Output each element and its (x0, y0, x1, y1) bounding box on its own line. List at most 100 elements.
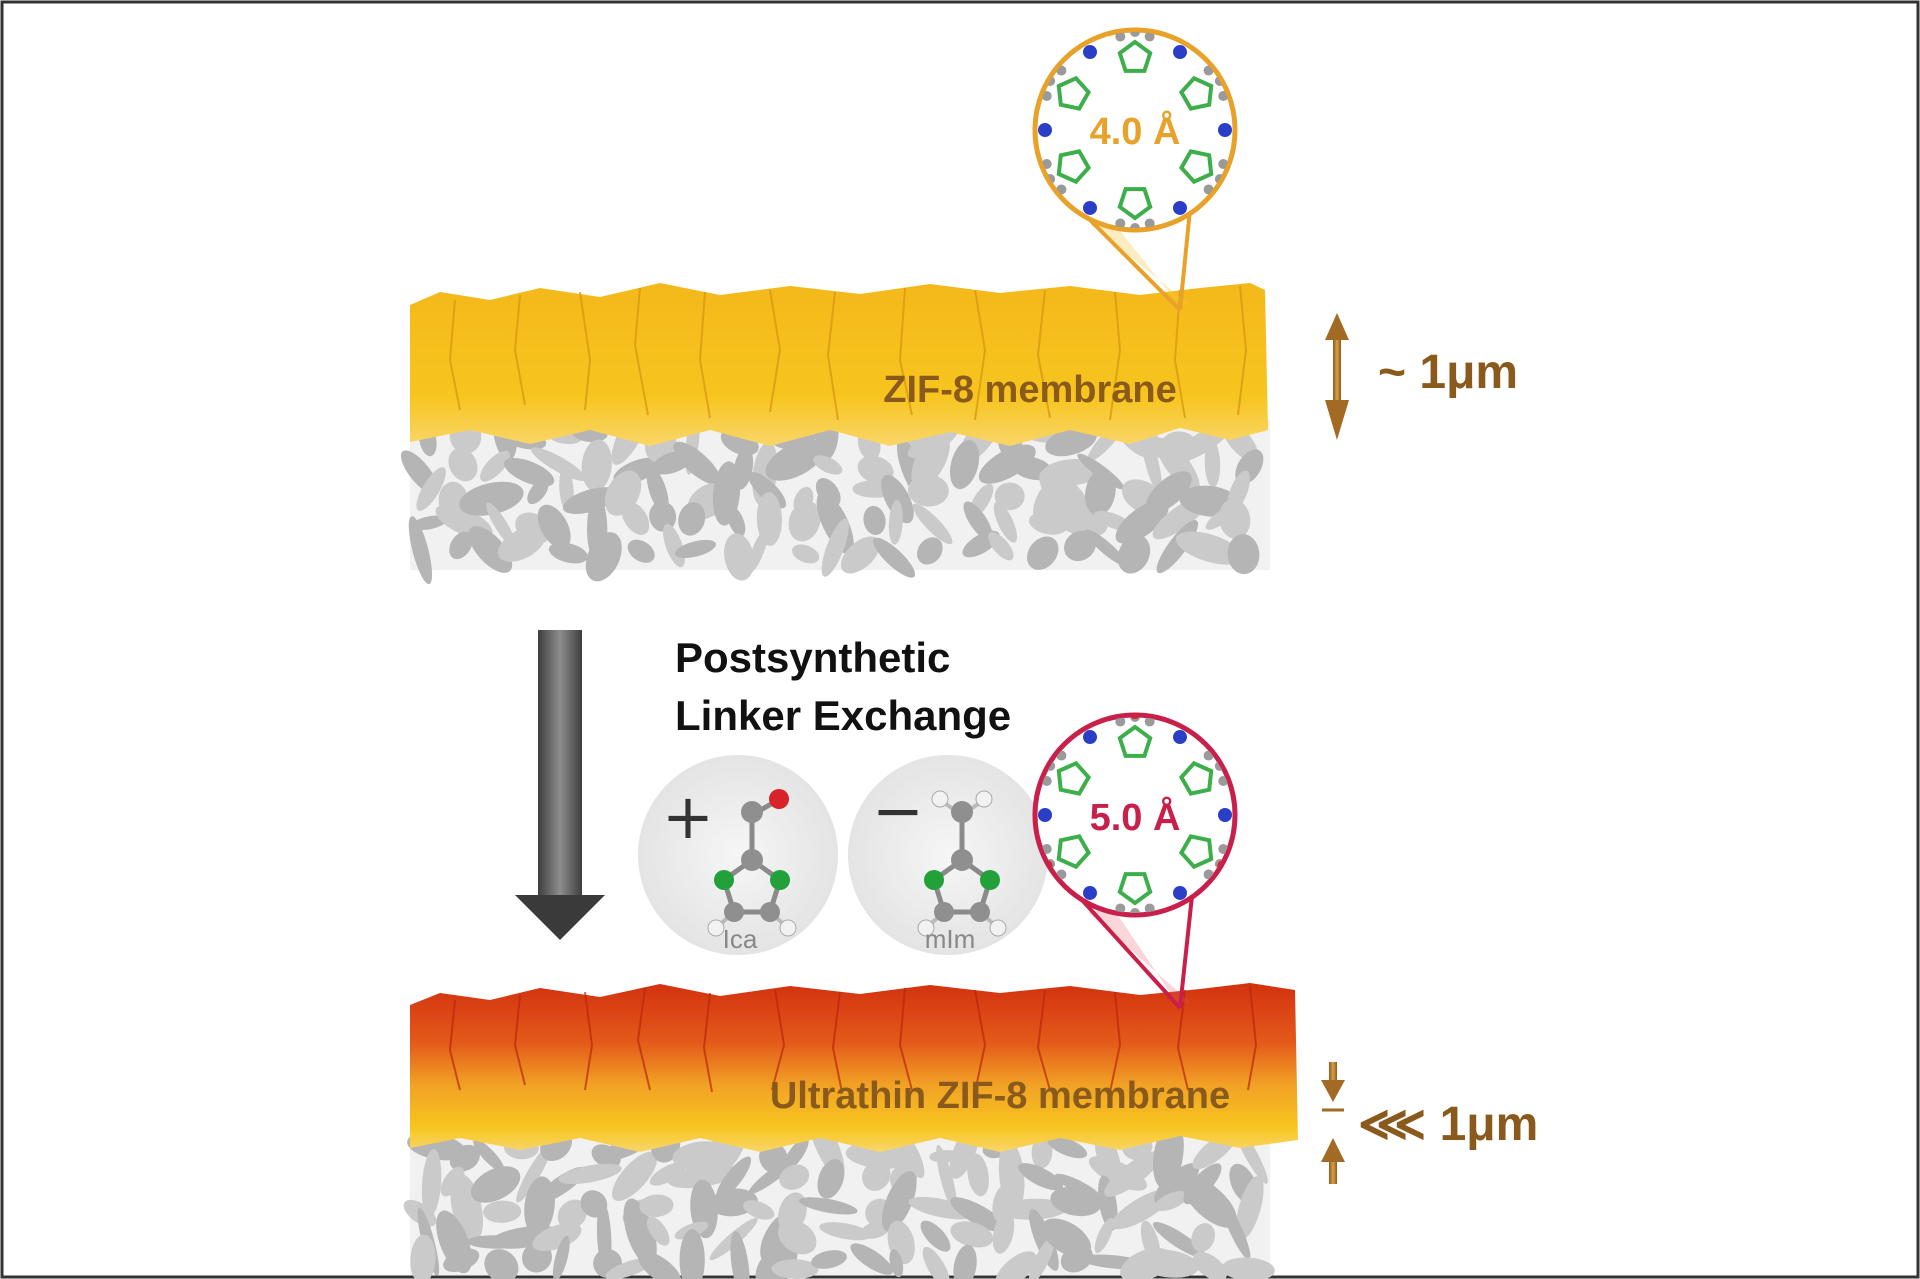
support-grain (639, 1194, 674, 1218)
bottom-membrane: Ultrathin ZIF-8 membrane ⋘ 1μm 5.0 Å (403, 712, 1538, 1279)
support-grain (716, 1156, 752, 1200)
framework-ring (1117, 872, 1153, 906)
framework-ring (1056, 149, 1092, 185)
support-grain (1027, 536, 1059, 570)
support-grain (675, 539, 717, 558)
support-grain (1235, 1175, 1264, 1240)
support-grain (862, 1160, 891, 1191)
thickness-arrow-top (1325, 313, 1349, 440)
zinc-node (1173, 200, 1187, 215)
support-grain (473, 1139, 505, 1172)
framework-atom (1041, 159, 1052, 170)
support-grain (967, 1153, 989, 1197)
framework-atom (1144, 903, 1155, 913)
support-grain (873, 537, 916, 578)
support-grain (679, 1228, 705, 1279)
support-grain (1094, 1217, 1114, 1254)
support-grain (411, 515, 447, 531)
zinc-node (1083, 730, 1097, 745)
framework-ring (1178, 760, 1214, 796)
linker-name-removed: mIm (925, 924, 976, 954)
support-grain (798, 1197, 858, 1215)
framework-atom (1115, 32, 1126, 42)
support-grain (449, 531, 473, 560)
linker-circle-removed (848, 755, 1048, 955)
support-grain (727, 506, 746, 537)
pore-view-bottom (1032, 712, 1238, 918)
support-grain (724, 533, 755, 581)
support-grain (730, 1231, 750, 1279)
framework-ring (1117, 187, 1153, 221)
support-grain (1050, 1186, 1102, 1217)
support-grain (817, 1159, 845, 1199)
support-grain (552, 1235, 570, 1279)
framework-atom (1130, 717, 1140, 722)
framework-atom (1218, 775, 1229, 786)
support-grain (562, 487, 618, 514)
support-grain (531, 447, 587, 481)
support-grain (627, 539, 655, 563)
support-grain (771, 1259, 819, 1279)
support-grain (888, 499, 903, 545)
support-grain (638, 1251, 682, 1279)
support-grain (1182, 1176, 1237, 1228)
process-title-line1: Postsynthetic (675, 634, 950, 681)
support-grain (1218, 499, 1251, 539)
support-grain (1154, 1191, 1188, 1211)
support-grain (777, 1219, 817, 1255)
framework-atom (1130, 908, 1140, 913)
support-grain (993, 501, 1018, 543)
linker-molecule-ica (707, 789, 797, 937)
support-grain (1031, 1135, 1053, 1169)
support-grain (911, 432, 950, 488)
framework-atom (1041, 90, 1052, 101)
support-grain (1227, 534, 1260, 575)
support-grain (646, 1216, 670, 1246)
support-grain (516, 1144, 552, 1203)
zinc-node (1173, 885, 1187, 900)
support-grain (936, 1144, 958, 1212)
thickness-label-bottom: ⋘ 1μm (1358, 1098, 1538, 1151)
grain-boundaries-top (448, 285, 1248, 421)
support-grain (585, 532, 622, 582)
support-grain (920, 1220, 951, 1252)
support-grain (950, 1197, 1007, 1233)
pore-aperture-bottom: 5.0 Å (1090, 795, 1181, 839)
pore-view-top (1032, 27, 1238, 233)
support-grain (1141, 429, 1162, 493)
support-grain (992, 1211, 1015, 1254)
framework-atom (1041, 844, 1052, 855)
linker-circle-added (638, 755, 838, 955)
support-grain (1064, 530, 1096, 562)
support-grain (1221, 1257, 1275, 1279)
support-grain (416, 467, 446, 511)
framework-atom (1144, 32, 1155, 42)
framework-ring (1178, 834, 1214, 870)
support-grain (537, 504, 571, 549)
framework-ring (1056, 760, 1092, 796)
support-grain (840, 536, 880, 574)
framework-atom (1218, 90, 1229, 101)
support-grain (503, 457, 555, 487)
support-grain (978, 444, 1036, 484)
support-grain (912, 503, 953, 545)
support-grain (443, 1248, 480, 1273)
support-grain (421, 1149, 442, 1218)
zif8-layer (410, 283, 1268, 446)
support-grain (1104, 1151, 1162, 1197)
support-grain (557, 1199, 588, 1230)
zinc-node (1038, 123, 1052, 137)
process-arrow-head (515, 895, 605, 940)
support-grain (994, 482, 1025, 511)
support-grain (995, 1251, 1037, 1279)
support-grain (881, 474, 914, 524)
thickness-label-top: ~ 1μm (1378, 346, 1518, 399)
support-grain (850, 1243, 893, 1275)
support-grain (813, 455, 843, 475)
support-grain (1175, 531, 1243, 565)
support-grain (792, 544, 820, 564)
support-grain (1045, 426, 1097, 457)
support-grain (743, 1200, 775, 1220)
support-grain (1192, 1251, 1227, 1279)
support-grain (963, 501, 993, 541)
